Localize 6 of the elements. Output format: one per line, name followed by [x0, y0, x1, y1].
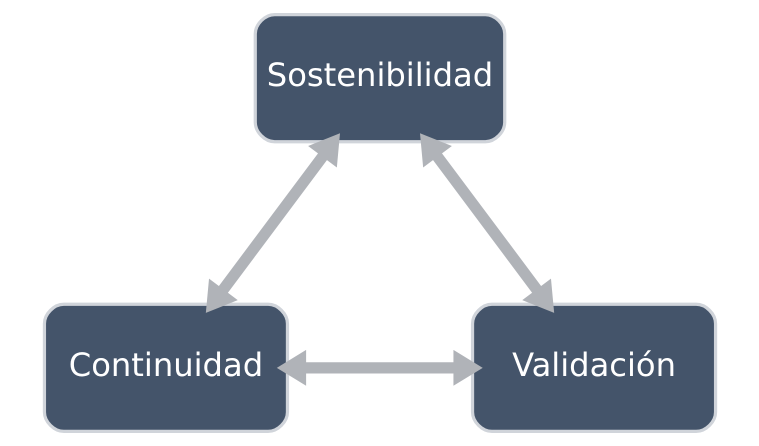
- arrow: [276, 350, 482, 386]
- node-box: Validación: [470, 302, 717, 434]
- node-box: Sostenibilidad: [253, 12, 506, 144]
- arrow: [420, 133, 554, 313]
- arrow: [205, 133, 340, 313]
- node-box: Continuidad: [42, 302, 289, 434]
